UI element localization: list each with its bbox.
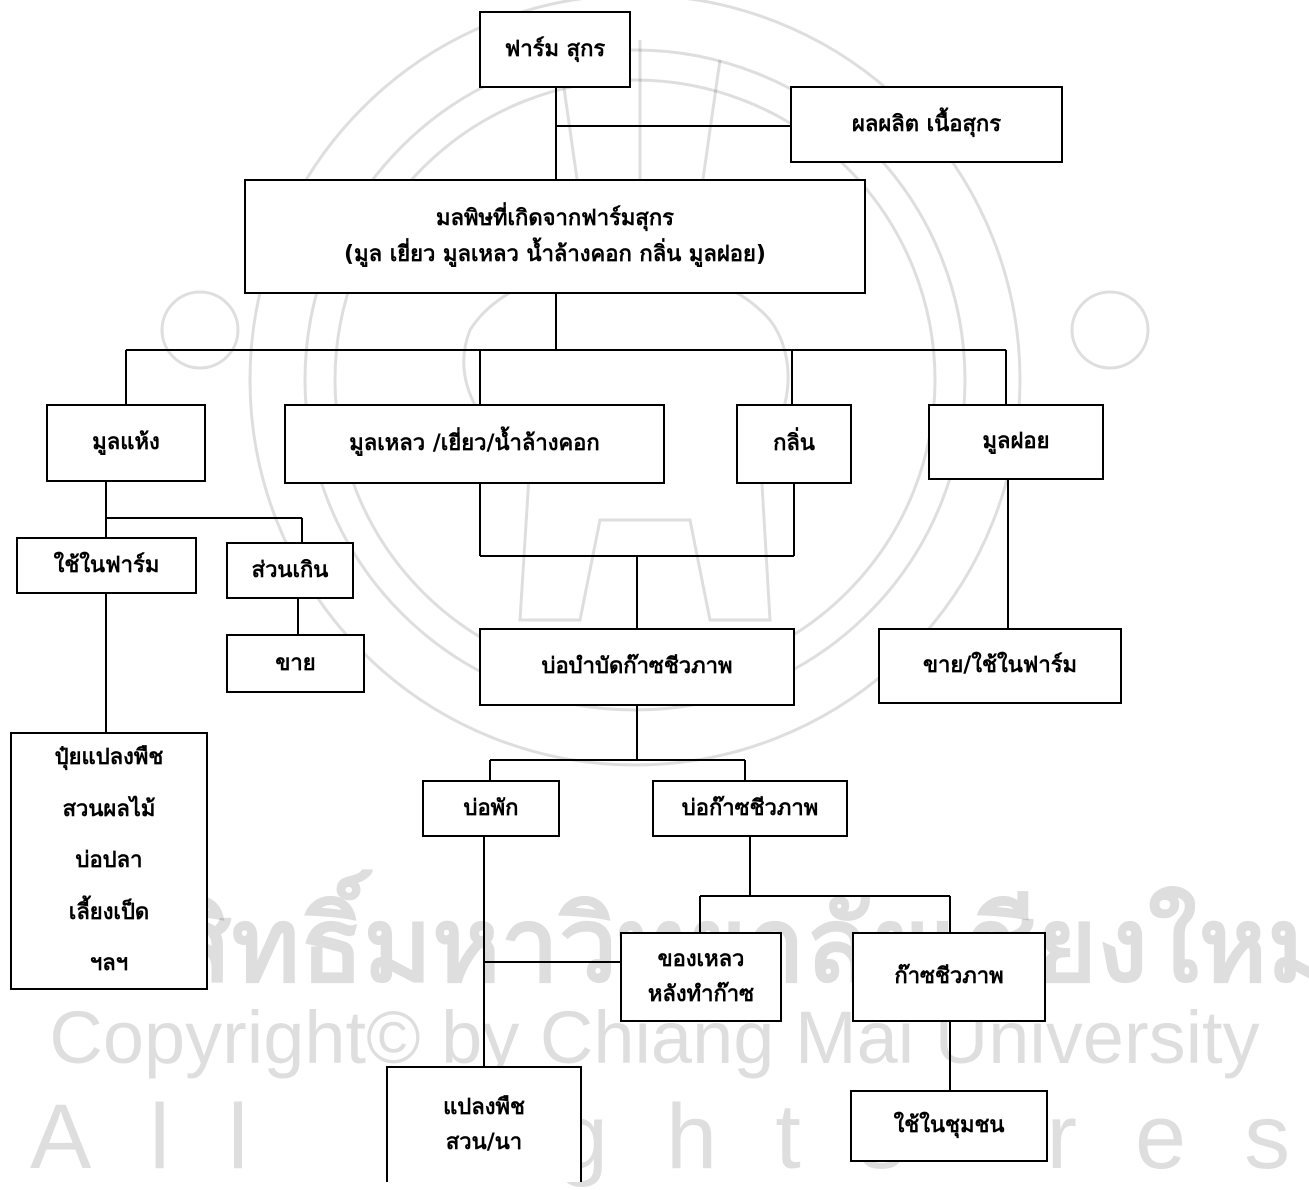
- effluent-box: ของเหลว หลังทำก๊าซ: [620, 932, 782, 1022]
- fertilizer-uses-box: ปุ๋ยแปลงพืช สวนผลไม้ บ่อปลา เลี้ยงเป็ด ฯ…: [10, 732, 208, 990]
- community-use-box: ใช้ในชุมชน: [850, 1090, 1048, 1162]
- fertilizer-use-item: เลี้ยงเป็ด: [68, 899, 150, 925]
- sell-use-in-farm-label: ขาย/ใช้ในฟาร์ม: [922, 653, 1078, 679]
- farm-box: ฟาร์ม สุกร: [479, 11, 631, 88]
- odor-box: กลิ่น: [736, 404, 852, 484]
- farm-label: ฟาร์ม สุกร: [504, 36, 606, 62]
- fertilizer-use-item: สวนผลไม้: [62, 796, 156, 822]
- crop-field-line2: สวน/นา: [445, 1130, 523, 1155]
- sell-use-in-farm-box: ขาย/ใช้ในฟาร์ม: [878, 628, 1122, 704]
- product-label: ผลผลิต เนื้อสุกร: [851, 111, 1002, 137]
- effluent-line2: หลังทำก๊าซ: [647, 982, 755, 1007]
- effluent-line1: ของเหลว: [657, 946, 745, 972]
- pollution-box: มลพิษที่เกิดจากฟาร์มสุกร (มูล เยี่ยว มูล…: [244, 179, 866, 294]
- odor-label: กลิ่น: [773, 431, 815, 457]
- waste-manure-label: มูลฝอย: [982, 429, 1050, 455]
- biogas-pond-label: บ่อก๊าซชีวภาพ: [681, 795, 819, 821]
- use-in-farm-box: ใช้ในฟาร์ม: [16, 537, 197, 594]
- dry-manure-label: มูลแห้ง: [92, 430, 160, 456]
- biogas-treatment-pond-label: บ่อบำบัดก๊าซชีวภาพ: [541, 654, 733, 680]
- biogas-treatment-pond-box: บ่อบำบัดก๊าซชีวภาพ: [479, 628, 795, 706]
- surplus-label: ส่วนเกิน: [251, 557, 329, 583]
- product-box: ผลผลิต เนื้อสุกร: [790, 86, 1063, 163]
- fertilizer-use-item: บ่อปลา: [75, 848, 143, 874]
- biogas-pond-box: บ่อก๊าซชีวภาพ: [652, 780, 848, 837]
- liquid-manure-label: มูลเหลว /เยี่ยว/น้ำล้างคอก: [349, 431, 600, 457]
- surplus-box: ส่วนเกิน: [226, 542, 354, 599]
- pollution-title: มลพิษที่เกิดจากฟาร์มสุกร: [436, 206, 674, 231]
- settling-pond-box: บ่อพัก: [422, 780, 560, 837]
- sell-box: ขาย: [226, 634, 365, 693]
- settling-pond-label: บ่อพัก: [463, 795, 519, 821]
- fertilizer-use-item: ฯลฯ: [89, 951, 129, 977]
- crop-field-box: แปลงพืช สวน/นา: [386, 1066, 582, 1182]
- fertilizer-use-item: ปุ๋ยแปลงพืช: [54, 745, 164, 771]
- biogas-label: ก๊าซชีวภาพ: [894, 964, 1004, 990]
- pollution-subtitle: (มูล เยี่ยว มูลเหลว น้ำล้างคอก กลิ่น มูล…: [344, 241, 766, 267]
- crop-field-line1: แปลงพืช: [443, 1094, 525, 1120]
- community-use-label: ใช้ในชุมชน: [893, 1113, 1005, 1139]
- biogas-box: ก๊าซชีวภาพ: [852, 932, 1046, 1022]
- waste-manure-box: มูลฝอย: [928, 404, 1104, 480]
- use-in-farm-label: ใช้ในฟาร์ม: [53, 552, 160, 578]
- sell-label: ขาย: [275, 650, 316, 676]
- dry-manure-box: มูลแห้ง: [46, 404, 206, 482]
- liquid-manure-box: มูลเหลว /เยี่ยว/น้ำล้างคอก: [284, 404, 665, 484]
